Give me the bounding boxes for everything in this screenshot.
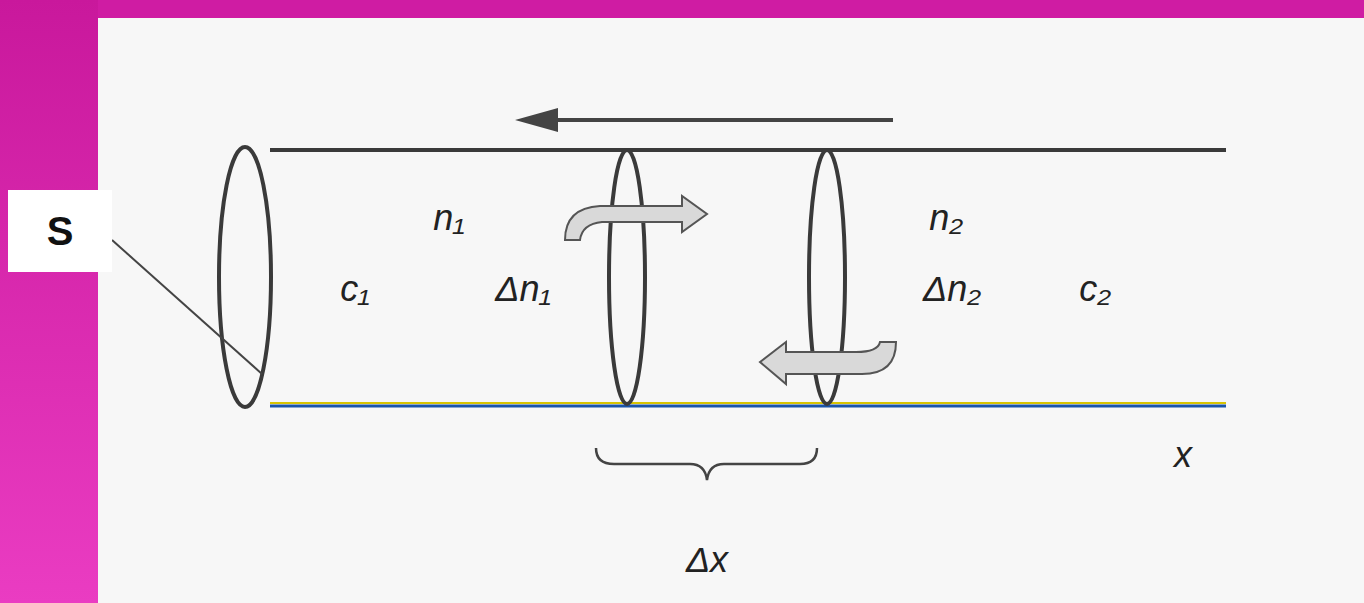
cross-section-ellipse bbox=[609, 150, 645, 404]
tube-top-wall bbox=[270, 148, 1226, 152]
leader-line bbox=[112, 240, 262, 374]
quantity-label: n₂ bbox=[929, 198, 963, 238]
box-letter: S bbox=[47, 209, 74, 253]
dimension-label: Δx bbox=[686, 540, 728, 580]
quantity-label: c₂ bbox=[1079, 269, 1111, 309]
flux-arrow bbox=[565, 196, 707, 240]
tube-bottom-wall-edge bbox=[270, 402, 1226, 404]
axis-label: x bbox=[1174, 435, 1192, 475]
quantity-label: n₁ bbox=[433, 198, 464, 238]
side-band bbox=[0, 0, 98, 603]
quantity-label: Δn₂ bbox=[923, 269, 981, 309]
quantity-label: c₁ bbox=[340, 269, 369, 309]
brace bbox=[596, 448, 817, 480]
label-box: S bbox=[8, 190, 112, 272]
flow-arrow bbox=[552, 118, 893, 122]
quantity-label: Δn₁ bbox=[495, 269, 551, 309]
flux-arrow bbox=[760, 342, 896, 384]
flow-arrowhead bbox=[515, 108, 558, 132]
tube-bottom-wall bbox=[270, 405, 1226, 408]
top-band bbox=[0, 0, 1364, 18]
cross-section-ellipse bbox=[219, 147, 271, 407]
